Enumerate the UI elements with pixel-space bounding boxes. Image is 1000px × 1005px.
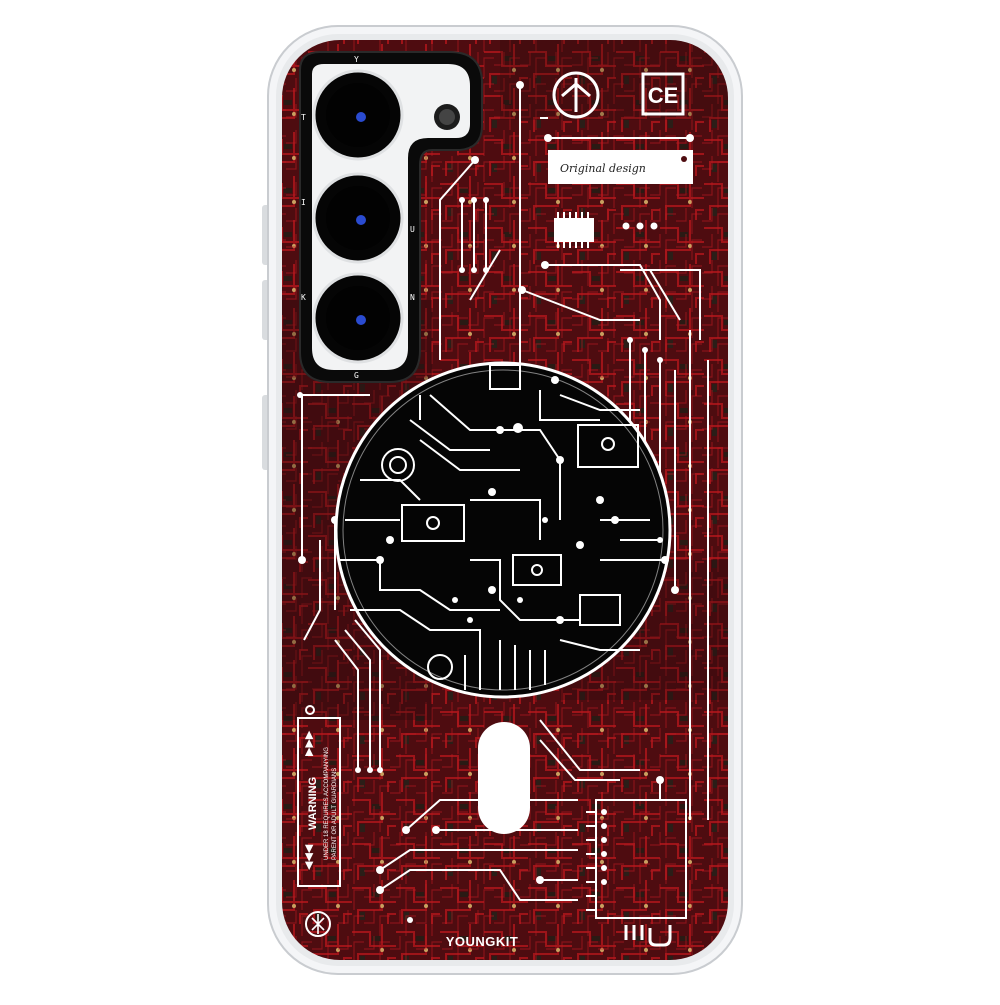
circuit-traces-lower xyxy=(334,619,661,901)
camera-lens-3 xyxy=(312,272,404,364)
svg-text:▶▶▶: ▶▶▶ xyxy=(303,730,315,756)
svg-text:CE: CE xyxy=(648,83,679,108)
alignment-slot xyxy=(478,722,530,834)
camera-lens-2 xyxy=(312,172,404,264)
warning-line2: PARENT OR ADULT GUARDIANS xyxy=(332,768,338,860)
flash-icon xyxy=(434,104,460,130)
svg-text:N: N xyxy=(410,293,415,302)
ce-mark-icon: CE xyxy=(641,72,685,116)
warning-title: WARNING xyxy=(307,777,319,830)
svg-text:◀◀◀: ◀◀◀ xyxy=(303,844,315,870)
svg-text:K: K xyxy=(301,293,306,302)
chip-icon-top xyxy=(554,212,594,248)
svg-text:Y: Y xyxy=(354,55,359,64)
svg-text:I: I xyxy=(301,198,306,207)
original-design-tag: Original design xyxy=(548,150,693,184)
svg-text:U: U xyxy=(410,225,415,234)
magsafe-circuit-disc xyxy=(334,361,672,699)
original-design-label: Original design xyxy=(560,162,646,175)
brand-badge-icon xyxy=(305,911,331,937)
warning-label: ▶▶▶ WARNING UNDER 18 REQUIRES ACCOMPANYI… xyxy=(297,705,341,937)
warning-line1: UNDER 18 REQUIRES ACCOMPANYING xyxy=(324,747,330,860)
camera-module: T I K U N Y G xyxy=(299,51,483,383)
svg-text:T: T xyxy=(301,113,306,122)
camera-lens-1 xyxy=(312,69,404,161)
chip-icon-bottom xyxy=(586,799,687,947)
camera-ring-letters: T I K U N Y G xyxy=(301,55,415,380)
recycle-logo-icon xyxy=(552,71,600,119)
brand-wordmark: YOUNGKIT xyxy=(446,934,519,949)
svg-text:G: G xyxy=(354,371,359,380)
